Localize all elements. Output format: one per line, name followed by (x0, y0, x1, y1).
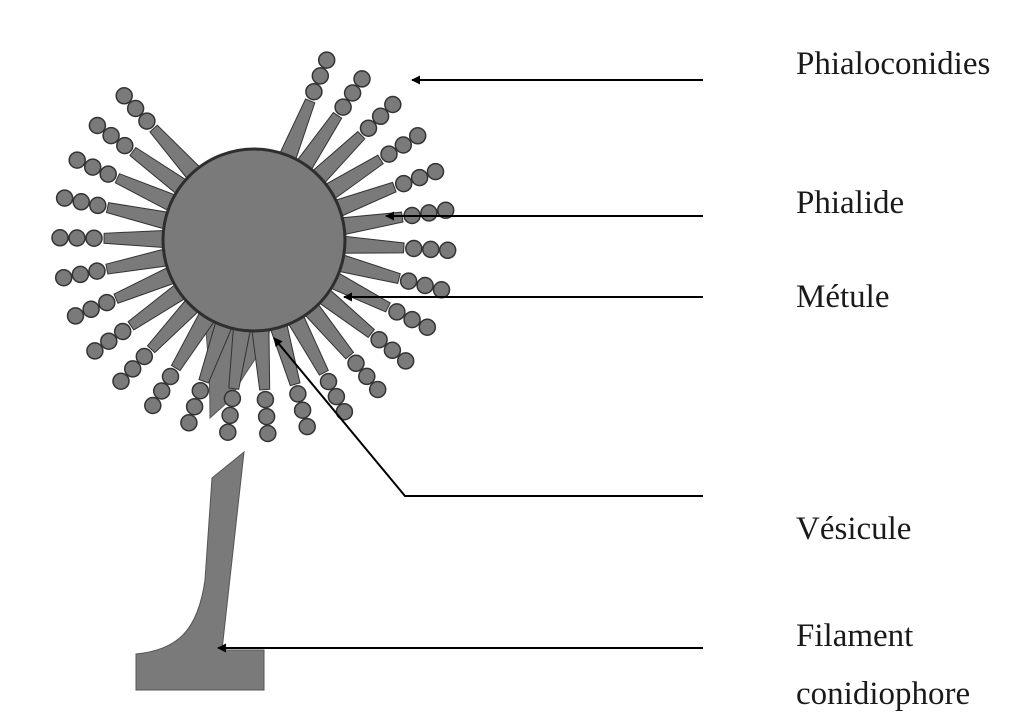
conidium (99, 295, 115, 311)
conidium (396, 176, 412, 192)
label-conidiophore: conidiophore (796, 678, 970, 711)
conidium (348, 355, 364, 371)
conidium (69, 230, 85, 246)
conidium (371, 332, 387, 348)
vesicle (163, 149, 345, 331)
conidium (373, 108, 389, 124)
phialide-chain (52, 230, 172, 248)
arrow-vesicule (274, 338, 703, 496)
conidium (220, 424, 236, 440)
conidium (181, 415, 197, 431)
conidium (89, 263, 105, 279)
conidium (434, 282, 450, 298)
conidium (384, 342, 400, 358)
conidium (86, 230, 102, 246)
conidium (87, 343, 103, 359)
conidium (335, 99, 351, 115)
conidium (192, 383, 208, 399)
conidium (312, 68, 328, 84)
conidium (139, 113, 155, 129)
conidium (295, 402, 311, 418)
conidium (410, 128, 426, 144)
conidium (52, 230, 68, 246)
label-filament: Filament (796, 620, 913, 653)
conidium (73, 194, 89, 210)
phialide-chain (251, 321, 276, 441)
conidium (187, 399, 203, 415)
conidium (306, 84, 322, 100)
conidium (389, 304, 405, 320)
conidium (89, 118, 105, 134)
conidium (412, 170, 428, 186)
conidium (222, 407, 238, 423)
conidium (72, 266, 88, 282)
conidium (125, 361, 141, 377)
conidium (299, 419, 315, 435)
conidium (260, 426, 276, 442)
conidium (404, 312, 420, 328)
conidium (395, 137, 411, 153)
conidium (385, 97, 401, 113)
conidium (85, 159, 101, 175)
conidium (398, 353, 414, 369)
conidium (361, 120, 377, 136)
conidium (90, 197, 106, 213)
conidium (328, 389, 344, 405)
conidium (145, 398, 161, 414)
conidium (381, 146, 397, 162)
conidium (428, 164, 444, 180)
conidium (406, 241, 422, 257)
conidium (163, 369, 179, 385)
conidium (319, 52, 335, 68)
conidium (57, 190, 73, 206)
conidium (290, 386, 306, 402)
conidium (419, 319, 435, 335)
conidium (83, 301, 99, 317)
conidium (370, 382, 386, 398)
conidium (56, 270, 72, 286)
conidium (257, 392, 273, 408)
conidium (113, 373, 129, 389)
conidium (423, 241, 439, 257)
conidium (440, 242, 456, 258)
phialide-chain (335, 235, 455, 258)
conidium (401, 273, 417, 289)
conidium (417, 278, 433, 294)
conidium (116, 88, 132, 104)
conidium (100, 166, 116, 182)
conidium (115, 324, 131, 340)
conidium (259, 409, 275, 425)
conidium (345, 85, 361, 101)
label-metule: Métule (796, 281, 889, 314)
conidium (154, 383, 170, 399)
conidium (224, 391, 240, 407)
label-phialoconidies: Phialoconidies (796, 48, 990, 81)
conidium (321, 374, 337, 390)
conidium (421, 205, 437, 221)
label-phialide: Phialide (796, 187, 904, 220)
conidium (136, 349, 152, 365)
conidium (354, 71, 370, 87)
conidium (69, 152, 85, 168)
conidiophore-stalk-lower (136, 452, 264, 690)
conidium (117, 138, 133, 154)
conidium (128, 101, 144, 117)
conidium (101, 333, 117, 349)
conidium (359, 368, 375, 384)
conidium (68, 308, 84, 324)
label-vesicule: Vésicule (796, 513, 911, 546)
conidium (103, 128, 119, 144)
